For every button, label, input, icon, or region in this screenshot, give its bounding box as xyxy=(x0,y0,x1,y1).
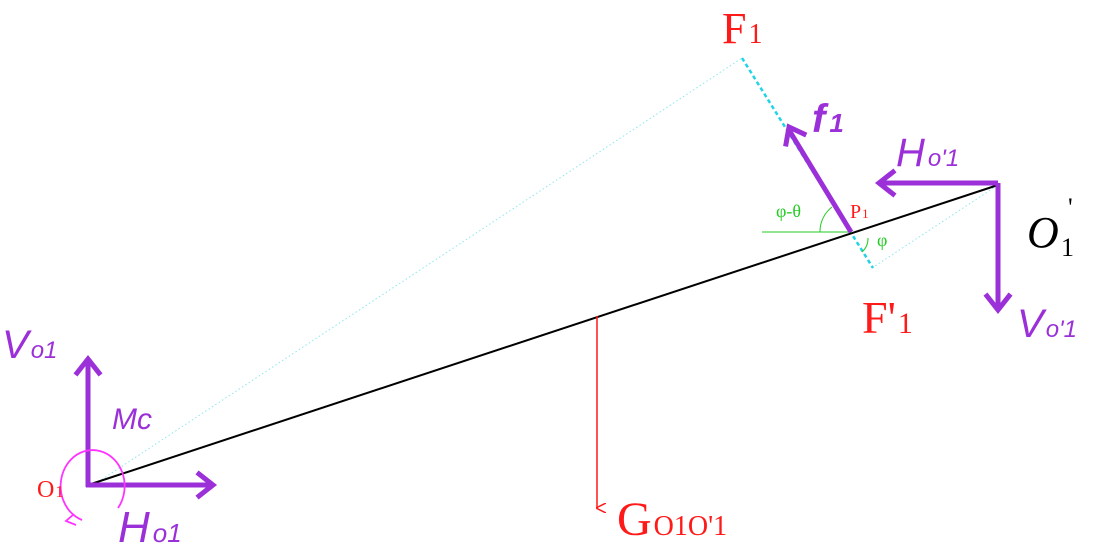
label-f1-sub: 1 xyxy=(829,108,843,138)
label-Ho1prime-sub: o'1 xyxy=(928,145,959,172)
label-f1-main: f xyxy=(812,97,829,141)
f1-arrow-head xyxy=(783,123,808,147)
moment-Mc-arrow-head xyxy=(64,513,77,526)
label-F1-sub: 1 xyxy=(748,19,762,50)
label-F1: F1 xyxy=(722,4,762,53)
label-Vo1: Vo1 xyxy=(2,323,57,367)
label-Vo1prime-sub: o'1 xyxy=(1046,316,1077,343)
label-F1prime: F'1 xyxy=(862,292,913,343)
label-G: GO1O'1 xyxy=(617,493,727,546)
label-P1-main: P xyxy=(850,201,861,223)
angle-arc-phi xyxy=(861,237,869,253)
angle-arc-phi-theta xyxy=(819,206,833,233)
label-Ho1prime-main: H xyxy=(896,131,925,175)
Vo1prime-arrow-head xyxy=(983,292,1013,315)
beam-O1-O1prime xyxy=(87,184,999,486)
label-Ho1-main: H xyxy=(118,503,150,546)
label-P1: P1 xyxy=(850,201,869,223)
label-P1-sub: 1 xyxy=(862,206,869,221)
Ho1-arrow-head xyxy=(195,470,218,500)
label-O1: O1 xyxy=(37,477,64,503)
label-O1-sub: 1 xyxy=(55,482,64,501)
construction-line-right xyxy=(871,184,999,269)
label-Vo1-sub: o1 xyxy=(31,337,58,364)
label-angle-phi-theta: φ-θ xyxy=(776,201,801,221)
label-O1-main: O xyxy=(37,477,54,503)
label-G-sub: O1O'1 xyxy=(654,511,728,542)
label-O1prime-sup: ' xyxy=(1068,193,1073,222)
label-Mc: Mc xyxy=(112,403,152,436)
label-O1prime-sub: 1 xyxy=(1061,233,1074,262)
moment-Mc-arc xyxy=(59,449,126,521)
f1-arrow-shaft xyxy=(786,128,854,234)
Vo1-arrow-head xyxy=(73,354,103,377)
construction-line-upper xyxy=(94,57,743,485)
label-Vo1prime-main: V xyxy=(1017,302,1047,346)
label-Ho1-sub: o1 xyxy=(153,518,182,546)
label-O1prime-main: O xyxy=(1027,208,1059,257)
label-O1prime: O xyxy=(1027,208,1059,257)
label-Vo1prime: Vo'1 xyxy=(1017,302,1077,346)
label-G-main: G xyxy=(617,493,652,546)
Ho1prime-arrow-head xyxy=(874,168,897,198)
label-Vo1-main: V xyxy=(2,323,32,367)
label-angle-phi: φ xyxy=(877,230,887,250)
label-F1prime-main: F' xyxy=(862,292,896,343)
label-F1-main: F xyxy=(722,4,746,53)
label-F1prime-sub: 1 xyxy=(898,307,913,340)
